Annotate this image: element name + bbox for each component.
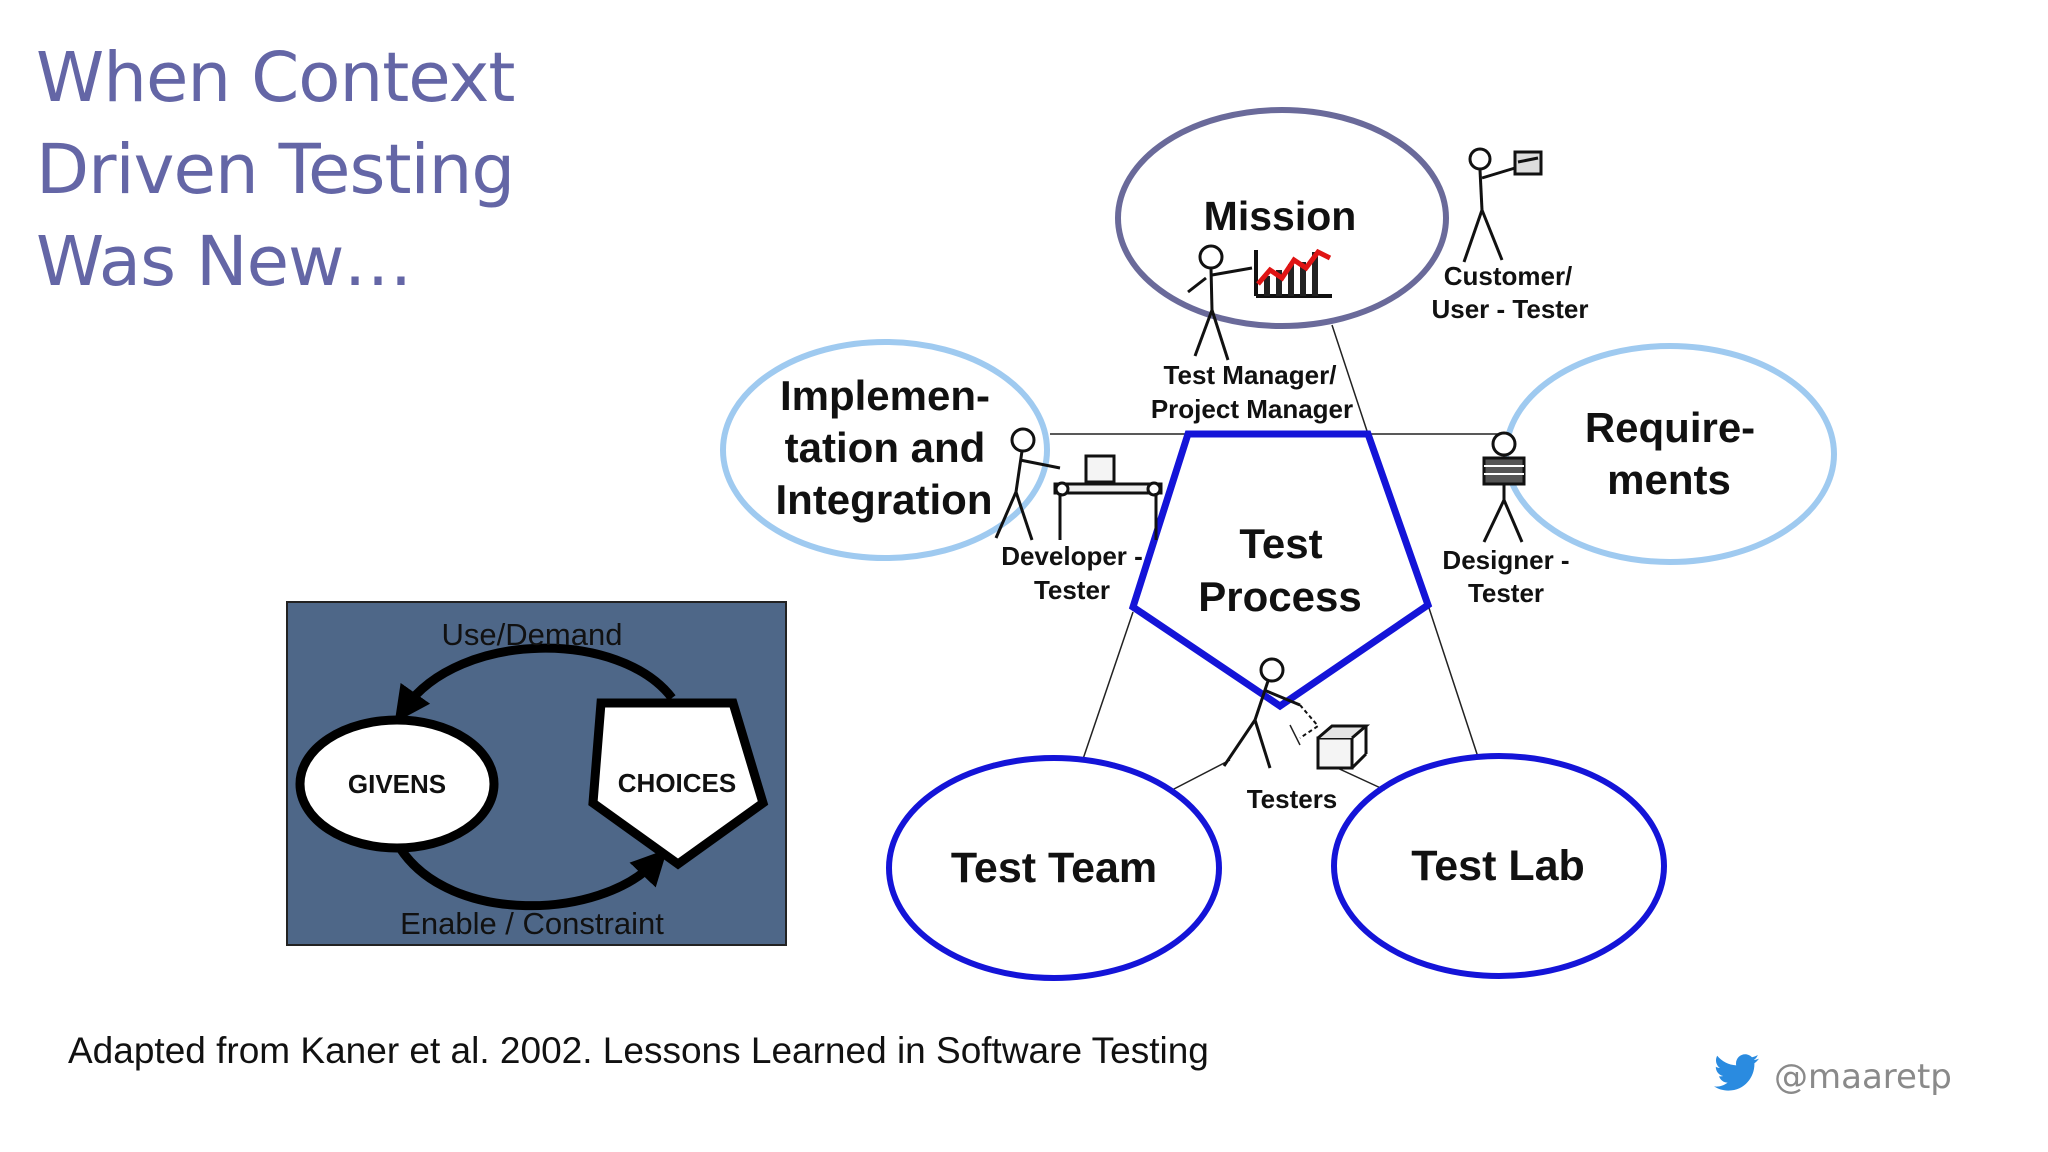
choices-label: CHOICES <box>618 768 736 798</box>
customer-figure-icon <box>1464 149 1541 262</box>
developer-figure-icon <box>996 429 1161 540</box>
test-process-label-line-1: Test <box>1239 520 1322 567</box>
source-credit: Adapted from Kaner et al. 2002. Lessons … <box>68 1030 1209 1072</box>
test-manager-label-line-1: Test Manager/ <box>1164 360 1337 390</box>
use-demand-label: Use/Demand <box>442 617 623 652</box>
mission-label: Mission <box>1204 193 1357 239</box>
chart-icon <box>1256 250 1332 296</box>
twitter-bird-icon <box>1712 1054 1762 1099</box>
test-team-label: Test Team <box>951 844 1157 892</box>
test-lab-label: Test Lab <box>1411 842 1585 890</box>
test-process-label-line-2: Process <box>1198 573 1361 620</box>
implementation-label-line-3: Integration <box>776 476 993 523</box>
designer-figure-icon <box>1484 433 1524 542</box>
developer-label-line-2: Tester <box>1034 575 1110 605</box>
tester-figure-icon <box>1224 659 1366 768</box>
twitter-handle-text: @maaretp <box>1774 1057 1952 1097</box>
requirements-label-line-1: Require- <box>1585 404 1755 451</box>
requirements-label-line-2: ments <box>1607 456 1731 503</box>
customer-label-line-1: Customer/ <box>1444 261 1573 291</box>
requirements-ring <box>1506 346 1834 562</box>
designer-label-line-2: Tester <box>1468 578 1544 608</box>
givens-label: GIVENS <box>348 769 446 799</box>
testers-label: Testers <box>1247 784 1338 814</box>
implementation-label-line-2: tation and <box>785 424 986 471</box>
givens-choices-inset: GIVENS CHOICES Use/Demand Enable / Const… <box>287 602 786 945</box>
designer-label-line-1: Designer - <box>1442 545 1569 575</box>
customer-label-line-2: User - Tester <box>1431 294 1588 324</box>
implementation-label-line-1: Implemen- <box>780 372 990 419</box>
test-manager-label-line-2: Project Manager <box>1151 394 1353 424</box>
twitter-handle: @maaretp <box>1712 1054 1952 1099</box>
enable-constraint-label: Enable / Constraint <box>400 906 664 941</box>
developer-label-line-1: Developer - <box>1001 541 1143 571</box>
test-manager-figure-icon <box>1188 246 1252 360</box>
